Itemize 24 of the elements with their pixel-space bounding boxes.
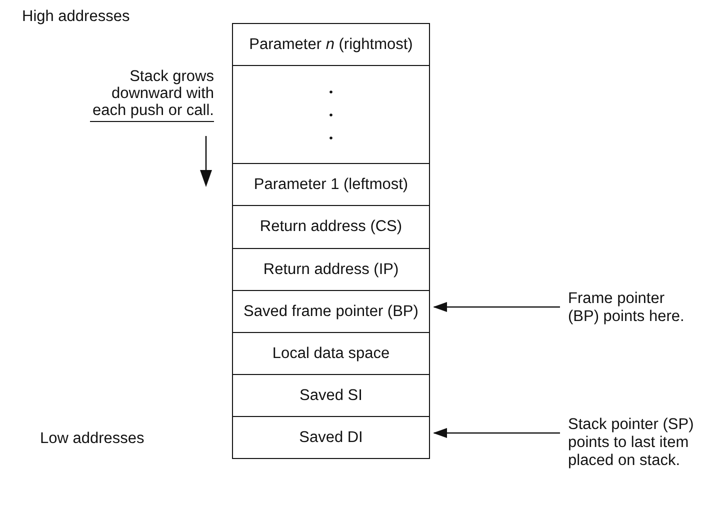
slot-label: Parameter 1 (leftmost) xyxy=(254,176,408,194)
slot-label: Saved frame pointer (BP) xyxy=(244,302,418,320)
stack-slot xyxy=(232,374,430,417)
pointer-arrow xyxy=(433,302,560,312)
stack-slot xyxy=(232,23,430,66)
slot-label: Return address (CS) xyxy=(260,218,402,236)
stack-slot xyxy=(232,205,430,249)
stack-slot xyxy=(232,248,430,291)
slot-label: Return address (IP) xyxy=(263,260,399,278)
stack-slot xyxy=(232,290,430,333)
stack-slot xyxy=(232,65,430,164)
address-label: High addresses xyxy=(22,8,131,26)
stack-slot xyxy=(232,332,430,375)
slot-label: Parameter n (rightmost) xyxy=(249,36,413,54)
stack-slot xyxy=(232,416,430,459)
stack-slot xyxy=(232,163,430,206)
slot-label: Saved SI xyxy=(300,386,362,404)
direction-note: Stack grows downward with each push or call. xyxy=(90,68,214,122)
pointer-arrow xyxy=(433,428,560,438)
pointer-note: Frame pointer (BP) points here. xyxy=(568,290,698,326)
pointer-note: Stack pointer (SP) points to last item placed on stack. xyxy=(568,416,708,470)
slot-label: Local data space xyxy=(272,344,390,362)
address-label: Low addresses xyxy=(40,430,146,448)
slot-label: Saved DI xyxy=(299,428,363,446)
